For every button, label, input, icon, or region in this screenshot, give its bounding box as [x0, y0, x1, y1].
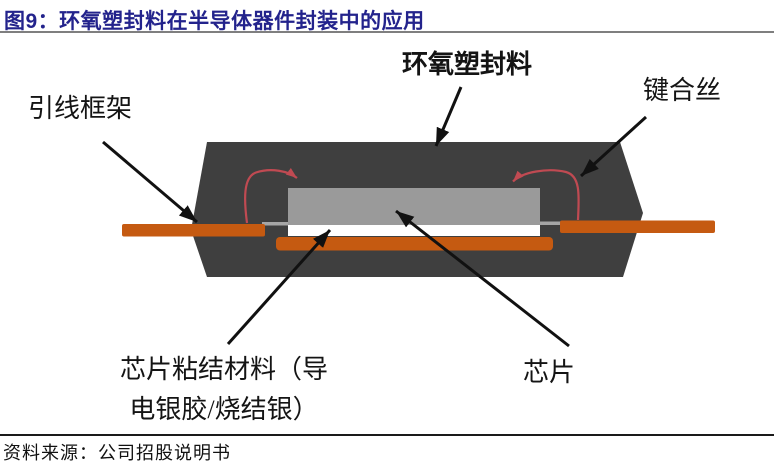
source-note: 资料来源：公司招股说明书 [3, 443, 231, 463]
arrow-chip [395, 209, 570, 348]
label-chip: 芯片 [523, 358, 576, 387]
label-die-attach-line1: 芯片粘结材料（导 [119, 355, 328, 384]
label-die-attach: 芯片粘结材料（导 电银胶/烧结银） [102, 350, 346, 430]
arrow-lead-frame [102, 140, 198, 224]
lead-frame-left-lead [122, 224, 265, 237]
figure-title: 图9：环氧塑封料在半导体器件封装中的应用 [4, 10, 425, 33]
inner-lead-line-left [262, 222, 290, 226]
label-molding-compound: 环氧塑封料 [402, 50, 533, 79]
inner-lead-line-right [536, 221, 562, 225]
lead-frame-right-lead [560, 220, 715, 233]
arrow-bonding-wire [579, 115, 648, 178]
die-pad-bar [276, 237, 553, 251]
label-die-attach-line2: 电银胶/烧结银） [129, 395, 319, 424]
die-attach-layer [288, 225, 540, 236]
label-bonding-wire: 键合丝 [643, 76, 722, 105]
arrow-molding-compound [434, 86, 463, 147]
footer-rule [0, 434, 774, 436]
bond-wire-left [244, 167, 298, 224]
label-lead-frame: 引线框架 [28, 94, 133, 123]
chip-die [288, 188, 540, 225]
arrow-die-attach [226, 228, 332, 346]
title-underline-rule [0, 31, 774, 33]
bond-wire-right [512, 169, 580, 221]
